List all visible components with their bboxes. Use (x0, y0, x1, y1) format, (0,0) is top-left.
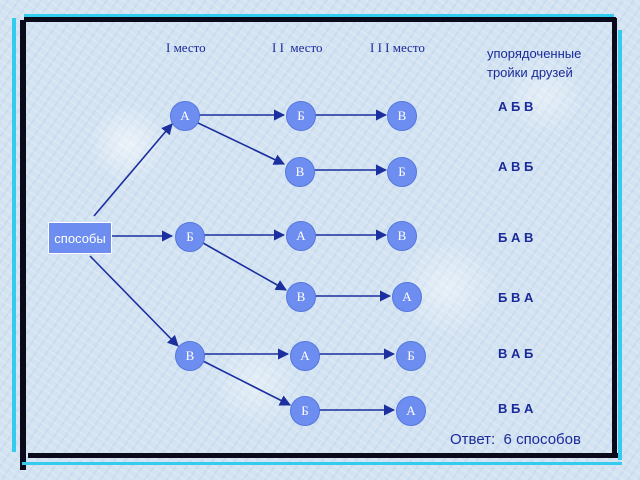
triple-6: В Б А (498, 401, 534, 416)
node-first-v: В (175, 341, 205, 371)
edge-root-v (89, 255, 179, 347)
header-place-2: I I место (272, 40, 323, 55)
node-second-b-v: В (286, 282, 316, 312)
triple-1: А Б В (498, 99, 534, 114)
frame-bottom-bar-cyan (22, 462, 622, 465)
answer-text: Ответ: 6 способов (450, 431, 581, 448)
header-ordered-triples: упорядоченные тройки друзей (487, 46, 582, 80)
node-third-b-a-v: В (387, 221, 417, 251)
frame-top-bar-dark (24, 17, 616, 22)
triple-2: А В Б (498, 159, 534, 174)
edge-b-v (202, 242, 287, 291)
node-second-v-a: А (290, 341, 320, 371)
node-third-a-b-v: В (387, 101, 417, 131)
node-second-b-a: А (286, 221, 316, 251)
triple-4: Б В А (498, 290, 534, 305)
node-first-b: Б (175, 222, 205, 252)
node-second-a-b: Б (286, 101, 316, 131)
header-place-1: I место (166, 40, 206, 55)
triple-5: В А Б (498, 346, 534, 361)
node-first-a: А (170, 101, 200, 131)
node-third-b-v-a: А (392, 282, 422, 312)
frame-right-bar-cyan (618, 30, 622, 460)
frame-bottom-bar-dark (28, 453, 618, 458)
edge-v-b (202, 360, 291, 406)
node-third-v-a-b: Б (396, 341, 426, 371)
node-second-v-b: Б (290, 396, 320, 426)
header-place-3: I I I место (370, 40, 425, 55)
frame-top-bar-cyan (24, 14, 614, 17)
edge-a-v (195, 121, 286, 165)
root-ways-box: способы (48, 222, 112, 254)
node-second-a-v: В (285, 157, 315, 187)
edge-root-a (93, 123, 173, 217)
frame-left-bar-dark (20, 20, 26, 470)
frame-right-bar-dark (612, 18, 617, 458)
frame-left-bar-cyan (12, 18, 16, 452)
node-third-a-v-b: Б (387, 157, 417, 187)
triple-3: Б А В (498, 230, 534, 245)
node-third-v-b-a: А (396, 396, 426, 426)
